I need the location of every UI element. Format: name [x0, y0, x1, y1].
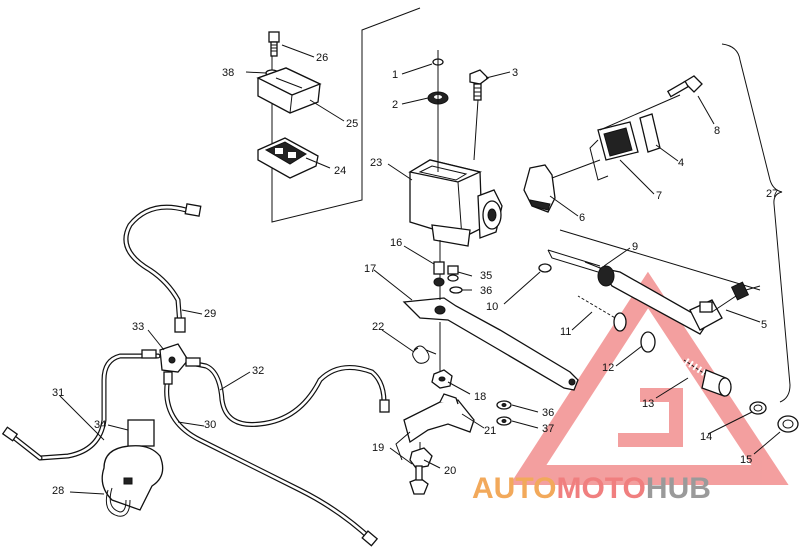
nut-18-icon: [431, 369, 453, 389]
callout-38: 38: [222, 67, 234, 79]
callout-6: 6: [579, 212, 585, 224]
callout-29: 29: [204, 308, 216, 320]
washer-15-icon: [777, 415, 799, 433]
callout-15: 15: [740, 454, 752, 466]
callout-7: 7: [656, 190, 662, 202]
callout-3: 3: [512, 67, 518, 79]
callout-19: 19: [372, 442, 384, 454]
watermark-auto: AUTOMOTOHUB: [472, 472, 711, 505]
callout-17: 17: [364, 263, 376, 275]
pin-35-icon: [447, 265, 459, 282]
screw-19-icon: [409, 465, 429, 495]
callout-labels: 1 2 3 4 5 6 7 8 9 10 11 12 13 14 15 16 1…: [52, 52, 778, 497]
tee-fitting-33-icon: [141, 343, 201, 385]
bolt-3-icon: [469, 69, 489, 101]
callout-26: 26: [316, 52, 328, 64]
callout-5: 5: [761, 319, 767, 331]
washer-37-icon: [496, 416, 512, 426]
brake-hose-32-icon: [183, 359, 390, 427]
nut-20-icon: [409, 447, 433, 469]
callout-9: 9: [632, 241, 638, 253]
callout-11: 11: [560, 326, 571, 338]
callout-32: 32: [252, 365, 264, 377]
callout-1: 1: [392, 69, 398, 81]
callout-16: 16: [390, 237, 402, 249]
callout-10: 10: [486, 301, 498, 313]
brake-lever-17-icon: [402, 297, 579, 391]
connector-5-icon: [689, 281, 761, 331]
callout-12: 12: [602, 362, 614, 374]
callout-35: 35: [480, 270, 492, 282]
bolt-26-icon: [268, 31, 280, 57]
screw-8-icon: [666, 75, 703, 98]
brake-hose-31-icon: [1, 353, 161, 461]
callout-14: 14: [700, 431, 712, 443]
callout-36-upper: 36: [480, 285, 492, 297]
switch-7-icon: [589, 121, 639, 181]
clip-28-icon: [101, 445, 164, 517]
callout-37: 37: [542, 423, 554, 435]
callout-13: 13: [642, 398, 654, 410]
brake-hose-29-icon: [123, 203, 202, 333]
spring-22-icon: [412, 345, 437, 364]
callout-4: 4: [678, 157, 684, 169]
callout-18: 18: [474, 391, 486, 403]
callout-24: 24: [334, 165, 346, 177]
lever-10-icon: [538, 263, 552, 273]
callout-36-lower: 36: [542, 407, 554, 419]
group-bracket-27: [721, 43, 791, 403]
brake-hose-30-icon: [164, 375, 379, 547]
callout-2: 2: [392, 99, 398, 111]
callout-21: 21: [484, 425, 496, 437]
bracket-6-icon: [523, 164, 556, 213]
callout-23: 23: [370, 157, 382, 169]
master-cylinder-23-icon: [408, 159, 503, 247]
reservoir-cap-25-icon: [256, 67, 322, 114]
reservoir-enclosure-lines: [271, 7, 421, 223]
leader-lines: [59, 44, 781, 495]
callout-31: 31: [52, 387, 64, 399]
washer-36-lower-icon: [496, 400, 512, 410]
spring-11-icon: [577, 294, 627, 332]
callout-30: 30: [204, 419, 216, 431]
callout-22: 22: [372, 321, 384, 333]
watermark: AUTOMOTOHUB: [472, 472, 711, 505]
callout-33: 33: [132, 321, 144, 333]
piston-13-icon: [683, 358, 732, 397]
bracket-21-icon: [395, 393, 475, 461]
washer-36-upper-icon: [449, 286, 463, 294]
reservoir-diaphragm-24-icon: [257, 137, 319, 179]
callout-25: 25: [346, 118, 358, 130]
callout-20: 20: [444, 465, 456, 477]
oring-12-icon: [640, 331, 656, 353]
label-34-icon: [127, 419, 155, 447]
callout-34: 34: [94, 419, 106, 431]
seal-14-icon: [749, 401, 767, 415]
callout-8: 8: [714, 125, 720, 137]
callout-27: 27: [766, 188, 778, 200]
bushing-16-icon: [433, 261, 445, 287]
callout-28: 28: [52, 485, 64, 497]
